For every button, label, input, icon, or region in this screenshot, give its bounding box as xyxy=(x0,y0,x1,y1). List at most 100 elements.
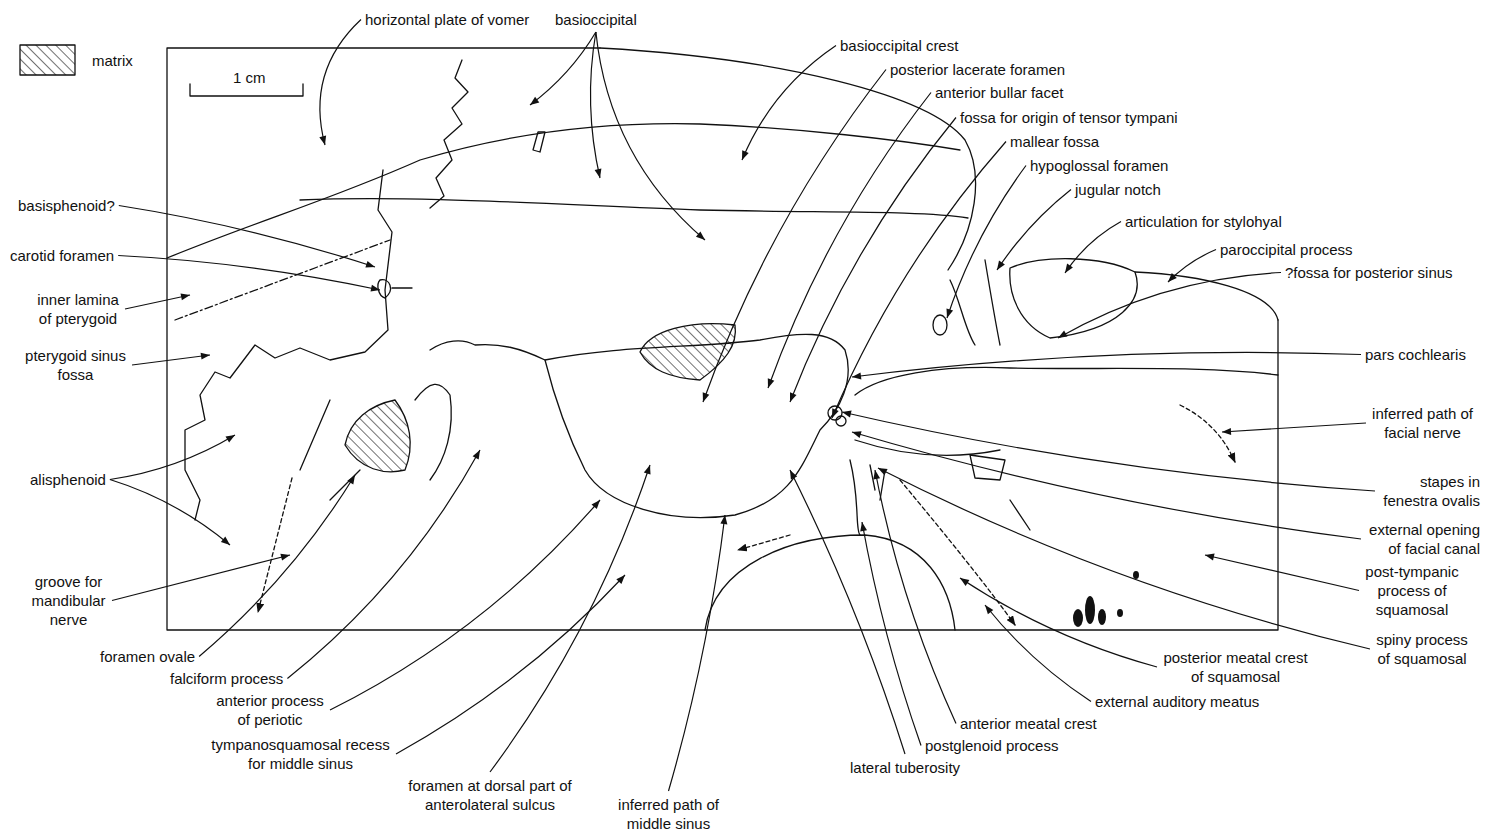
carotid-foramen xyxy=(378,280,412,298)
leader-line xyxy=(287,450,480,679)
spot xyxy=(1133,571,1139,579)
leader-line xyxy=(985,605,1091,702)
arrowhead xyxy=(280,554,290,561)
part-label: stapes in fenestra ovalis xyxy=(1379,472,1480,510)
arrowhead xyxy=(696,232,705,241)
arrowhead xyxy=(181,294,191,301)
dashed-path xyxy=(900,480,1015,625)
leader-line xyxy=(852,432,1361,539)
part-label: posterior lacerate foramen xyxy=(890,60,1065,79)
leader-line xyxy=(596,32,705,240)
arrowhead xyxy=(1222,428,1231,435)
arrowhead xyxy=(221,537,230,546)
stapes xyxy=(836,416,846,426)
arrowhead xyxy=(842,411,852,418)
arrowhead xyxy=(530,97,539,105)
part-label: post-tympanic process of squamosal xyxy=(1363,562,1461,619)
arrowhead xyxy=(852,372,861,379)
leader-line xyxy=(852,352,1361,377)
part-label: hypoglossal foramen xyxy=(1030,156,1168,175)
spot xyxy=(1117,609,1123,617)
leader-line xyxy=(125,295,190,309)
leader-line xyxy=(118,256,380,291)
arrowhead xyxy=(985,605,993,614)
part-label: paroccipital process xyxy=(1220,240,1353,259)
arrowhead xyxy=(319,135,326,145)
arrowhead xyxy=(832,408,839,418)
part-label: falciform process xyxy=(170,669,283,688)
part-label: basisphenoid? xyxy=(18,196,115,215)
falciform-process xyxy=(415,384,451,480)
part-label: mallear fossa xyxy=(1010,132,1099,151)
arrowhead xyxy=(860,522,867,532)
leader-line xyxy=(1168,250,1216,283)
leader-line xyxy=(1065,222,1121,274)
part-label: external auditory meatus xyxy=(1095,692,1259,711)
postglenoid-outline xyxy=(705,535,955,630)
part-label: external opening of facial canal xyxy=(1365,520,1480,558)
arrowhead xyxy=(720,515,727,524)
alisphenoid-edge xyxy=(300,400,360,500)
dashed-path xyxy=(1180,405,1235,462)
leader-line xyxy=(1058,273,1281,339)
postglenoid-edge xyxy=(850,460,860,535)
part-label: lateral tuberosity xyxy=(850,758,960,777)
part-label: spiny process of squamosal xyxy=(1374,630,1470,668)
part-label: anterior meatal crest xyxy=(960,714,1097,733)
arrowhead xyxy=(790,392,797,402)
skull-outline xyxy=(600,48,976,270)
arrowhead xyxy=(768,378,775,388)
arrowhead xyxy=(790,470,797,480)
arrowhead xyxy=(473,450,480,460)
part-label: pterygoid sinus fossa xyxy=(23,346,128,384)
part-label: inner lamina of pterygoid xyxy=(35,290,121,328)
arrowhead xyxy=(873,470,880,480)
spot xyxy=(1073,609,1083,627)
pterygoid-edge xyxy=(185,170,392,520)
bone-edge xyxy=(167,124,960,258)
bulla-outline xyxy=(545,334,848,517)
leader-line xyxy=(960,578,1157,667)
leader-line xyxy=(768,93,931,389)
arrowhead xyxy=(1205,554,1215,561)
arrowhead xyxy=(703,392,710,402)
legend-swatch xyxy=(20,45,75,75)
frame xyxy=(167,48,1278,630)
arrowhead xyxy=(1168,273,1177,282)
paroccipital-process xyxy=(1010,259,1137,338)
leader-line xyxy=(119,206,375,268)
arrowhead xyxy=(742,150,749,160)
part-label: tympanosquamosal recess for middle sinus xyxy=(209,735,392,773)
arrowhead xyxy=(644,465,651,475)
part-label: fossa for origin of tensor tympani xyxy=(960,108,1178,127)
leader-line xyxy=(132,355,210,365)
arrowhead xyxy=(878,468,888,475)
part-label: groove for mandibular nerve xyxy=(29,572,108,629)
part-label: foramen ovale xyxy=(100,647,195,666)
leader-line xyxy=(832,142,1006,419)
leader-line xyxy=(199,475,355,657)
leader-line xyxy=(947,166,1026,319)
arrowhead xyxy=(226,435,236,443)
leader-line xyxy=(997,190,1071,271)
part-label: ?fossa for posterior sinus xyxy=(1285,263,1453,282)
anterior-process xyxy=(430,341,545,360)
hypoglossal-foramen xyxy=(933,315,947,335)
leader-line xyxy=(330,500,600,710)
arrowhead xyxy=(371,285,381,292)
part-label: postglenoid process xyxy=(925,736,1058,755)
part-label: carotid foramen xyxy=(10,246,114,265)
pars-cochlearis xyxy=(855,367,1278,395)
leader-line xyxy=(530,32,596,105)
arrowhead xyxy=(1058,331,1068,339)
leader-line xyxy=(742,46,836,161)
arrowhead xyxy=(960,578,969,586)
arrowhead xyxy=(947,308,954,318)
pterygoid-lamina xyxy=(175,240,390,320)
leader-line xyxy=(490,465,650,772)
arrowhead xyxy=(997,261,1005,270)
part-label: basioccipital crest xyxy=(840,36,958,55)
spot xyxy=(1085,596,1095,624)
